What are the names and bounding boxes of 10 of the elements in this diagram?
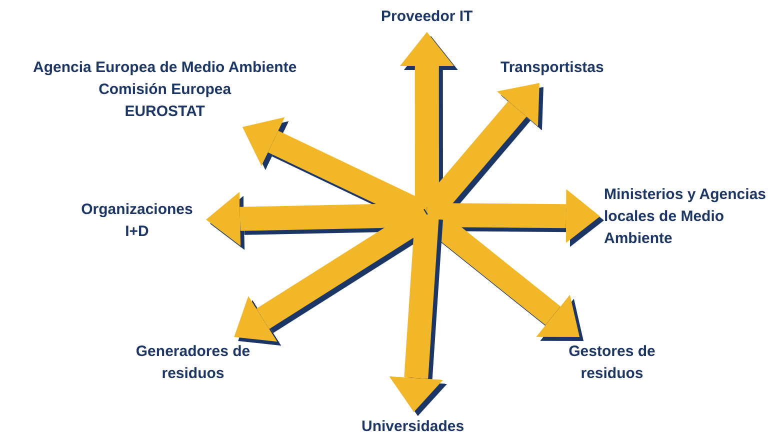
stakeholder-label: Ministerios y Agencias locales de Medio Ambiente [604,184,770,250]
stakeholder-label: Transportistas [500,57,604,79]
stakeholder-label: EUROSTAT [124,102,206,122]
stakeholder-label: Generadores de residuos [133,341,253,385]
stakeholder-label: Organizaciones I+D [72,199,202,243]
stakeholder-label: Universidades [362,416,464,435]
stakeholder-label: Agencia Europea de Medio Ambiente [33,58,297,78]
stakeholder-label: Comisión Europea [98,80,232,100]
stakeholder-label: Gestores de residuos [557,341,667,385]
stakeholder-label: Proveedor IT [381,6,473,28]
